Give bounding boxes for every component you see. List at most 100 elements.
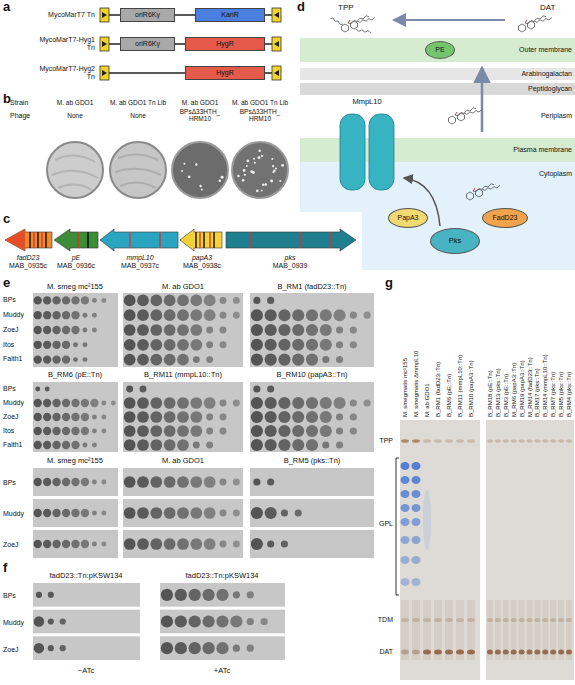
plaque-spot: [81, 413, 89, 421]
plaque-image: [33, 583, 140, 607]
tlc-spot: [511, 650, 517, 655]
plaque-image: [250, 530, 374, 558]
plaque-spot: [203, 615, 215, 627]
tlc-spot: [550, 439, 556, 443]
plaque-spot: [336, 413, 343, 420]
tlc-spot: [495, 618, 501, 622]
plaque-spot: [265, 439, 277, 451]
plaque-spot: [62, 413, 70, 421]
plaque-spot: [71, 509, 79, 517]
tlc-spot: [401, 504, 410, 512]
phage-name: Muddy: [3, 510, 24, 518]
plaque-spot: [320, 339, 332, 351]
tlc-spot: [412, 490, 421, 498]
plaque-spot: [34, 643, 44, 653]
tlc-spot: [534, 650, 540, 655]
plaque-image: [250, 293, 374, 367]
tlc-spot: [519, 650, 525, 655]
condition-label: +ATc: [214, 667, 230, 676]
tlc-spot: [511, 618, 517, 622]
table-cell: BPsΔ33HTH_ HRM10: [233, 108, 287, 123]
table-cell: M. ab GDO1 Tn Lib: [110, 99, 166, 106]
colony: [250, 170, 253, 173]
plaque-spot: [71, 540, 79, 548]
plaque-spot: [164, 425, 176, 437]
plaque-spot: [137, 339, 149, 351]
plaque-spot: [52, 311, 60, 319]
ester-mark: [455, 112, 457, 115]
tlc-smear: [503, 600, 509, 660]
construct-name: MycoMarT7 Tn: [33, 11, 95, 19]
lane-label: B_RM19 (papA3::Tn): [519, 360, 525, 417]
tlc-spot: [412, 504, 421, 512]
plaque-spot: [175, 615, 187, 627]
colony: [244, 174, 246, 176]
panel-letter: d: [297, 0, 305, 15]
plaque-spot: [43, 478, 51, 486]
plaque-spot: [124, 538, 136, 550]
tlc-spot: [542, 439, 548, 443]
plaque-spot: [126, 386, 133, 393]
plaque-spot: [150, 397, 162, 409]
plaque-image: [123, 530, 243, 558]
plaque-spot: [320, 411, 332, 423]
plaque-spot: [278, 309, 290, 321]
plaque-spot: [251, 425, 263, 437]
plaque-spot: [306, 411, 318, 423]
colony: [201, 189, 203, 191]
lane-label: B_RM10 (papA3::Tn): [468, 360, 474, 417]
plaque-spot: [164, 507, 176, 519]
tlc-smear: [401, 600, 409, 660]
plaque-spot: [206, 341, 213, 348]
plaque-spot: [92, 313, 97, 318]
locus-tag: MAB_0935c: [9, 262, 47, 270]
plaque-spot: [124, 507, 136, 519]
tlc-spot: [542, 650, 548, 655]
plaque-spot: [124, 354, 136, 366]
plaque-spot: [71, 478, 79, 486]
plaque-spot: [52, 478, 60, 486]
tlc-spot: [412, 462, 421, 470]
plaque-image: [33, 530, 118, 558]
agar-plates: [47, 142, 288, 198]
plaque-spot: [137, 324, 149, 336]
tlc-spot: [412, 556, 421, 564]
plaque-spot: [292, 439, 304, 451]
lane-label: B_RM17 (pks::Tn): [534, 368, 540, 417]
plaque-spot: [220, 400, 227, 407]
plaque-spot: [137, 538, 149, 550]
plaque-spot: [177, 538, 189, 550]
plaque-image: [33, 293, 118, 367]
gene-box: HygR: [185, 37, 265, 51]
plaque-spot: [292, 354, 304, 366]
tlc-smear: [534, 600, 540, 660]
phage-name: Faith1: [3, 441, 22, 449]
plaque-image: [123, 382, 243, 452]
plaque-spot: [253, 385, 260, 392]
plaque-spot: [71, 296, 79, 304]
protein-ellipse: FadD23: [482, 208, 528, 228]
plaque-spot: [190, 295, 202, 307]
plaque-spot: [177, 324, 189, 336]
lipid-chain: [525, 16, 546, 24]
plaque-spot: [204, 507, 216, 519]
transporter: MmpL10: [334, 98, 400, 194]
colony: [195, 163, 197, 165]
plaque-spot: [124, 476, 136, 488]
plaque-spot: [60, 618, 66, 624]
plaque-spot: [204, 309, 216, 321]
plaque-spot: [177, 397, 189, 409]
colony: [261, 190, 263, 192]
plaque-spot: [177, 507, 189, 519]
table-cell: M. ab GDO1: [182, 99, 218, 106]
strain-title: fadD23::Tn:pKSW134: [50, 572, 123, 581]
plaque-spot: [193, 442, 200, 449]
tlc-spot: [566, 439, 572, 443]
plaque-spot: [233, 479, 240, 486]
plaque-spot: [177, 309, 189, 321]
plaque-spot: [203, 589, 215, 601]
plaque-spot: [92, 542, 97, 547]
lane-label: B_RM13 (pks::Tn): [495, 368, 501, 417]
plaque-spot: [193, 356, 200, 363]
plaque-spot: [336, 341, 343, 348]
